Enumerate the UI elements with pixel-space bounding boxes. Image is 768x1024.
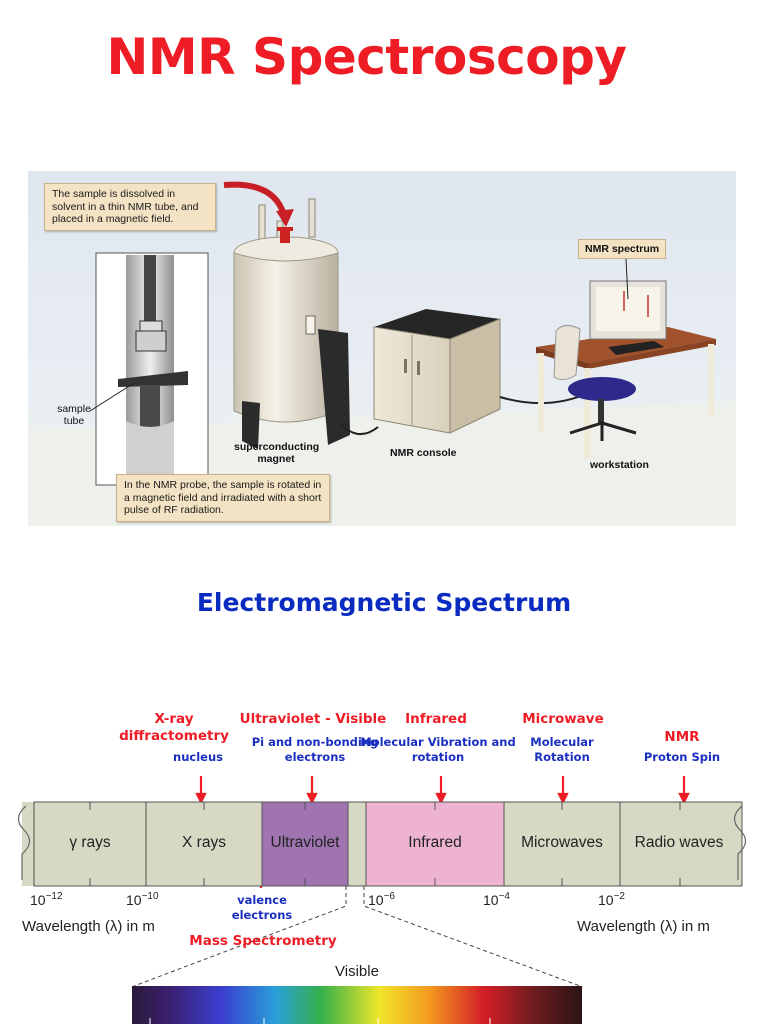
spectrum-band xyxy=(619,801,743,887)
technique-label-infrared: Infrared xyxy=(405,711,467,727)
band-label-ultraviolet: Ultraviolet xyxy=(270,834,340,851)
workstation-label: workstation xyxy=(590,459,649,471)
page-title: NMR Spectroscopy xyxy=(106,28,627,86)
tick-label: 10−2 xyxy=(598,891,625,908)
visible-label: Visible xyxy=(335,963,379,980)
valence-electrons-label: valence electrons xyxy=(231,893,293,922)
sample-tube-label: sample tube xyxy=(57,403,91,427)
technique-detail-nmr: Proton Spin xyxy=(643,750,721,764)
tick-label: 10−6 xyxy=(368,891,395,908)
mass-spectrometry-label: Mass Spectrometry xyxy=(189,933,337,949)
probe-callout: In the NMR probe, the sample is rotated … xyxy=(116,474,330,522)
band-label-microwaves: Microwaves xyxy=(521,834,603,851)
console-label: NMR console xyxy=(390,447,457,459)
nmr-instrument-illustration: The sample is dissolved in solvent in a … xyxy=(28,171,736,526)
magnet-label: superconducting magnet xyxy=(234,441,320,465)
technique-label-xray: X-ray diffractometry xyxy=(119,711,229,744)
band-label-xray: X rays xyxy=(182,834,226,851)
spectrum-bar-graphic xyxy=(17,776,747,1024)
technique-detail-xray: nucleus xyxy=(173,750,223,764)
superconducting-magnet-icon xyxy=(233,198,350,449)
em-spectrum-title: Electromagnetic Spectrum xyxy=(196,588,572,617)
band-label-infrared: Infrared xyxy=(408,834,462,851)
nmr-console-icon xyxy=(373,309,501,434)
spectrum-band xyxy=(347,801,367,887)
visible-spectrum-gradient xyxy=(132,986,582,1024)
technique-label-nmr: NMR xyxy=(664,729,700,745)
axis-caption-left: Wavelength (λ) in m xyxy=(22,918,155,935)
technique-label-uv-vis: Ultraviolet - Visible xyxy=(239,711,387,727)
workstation-icon xyxy=(536,280,716,458)
technique-detail-uv-vis: Pi and non-bonding electrons xyxy=(251,735,379,764)
sample-callout: The sample is dissolved in solvent in a … xyxy=(44,183,216,231)
spectrum-label: NMR spectrum xyxy=(578,239,667,259)
band-label-gamma: γ rays xyxy=(69,834,111,851)
band-label-radio: Radio waves xyxy=(634,834,724,851)
technique-label-microwave: Microwave xyxy=(522,711,604,727)
tick-label: 10−4 xyxy=(483,891,510,908)
technique-arrows xyxy=(195,776,690,888)
technique-detail-microwave: Molecular Rotation xyxy=(530,735,594,764)
technique-detail-infrared: Molecular Vibration and rotation xyxy=(360,735,516,764)
tick-label: 10−12 xyxy=(30,891,63,908)
axis-caption-right: Wavelength (λ) in m xyxy=(577,918,710,935)
spectrum-band xyxy=(365,801,505,887)
tick-label: 10−10 xyxy=(126,891,159,908)
